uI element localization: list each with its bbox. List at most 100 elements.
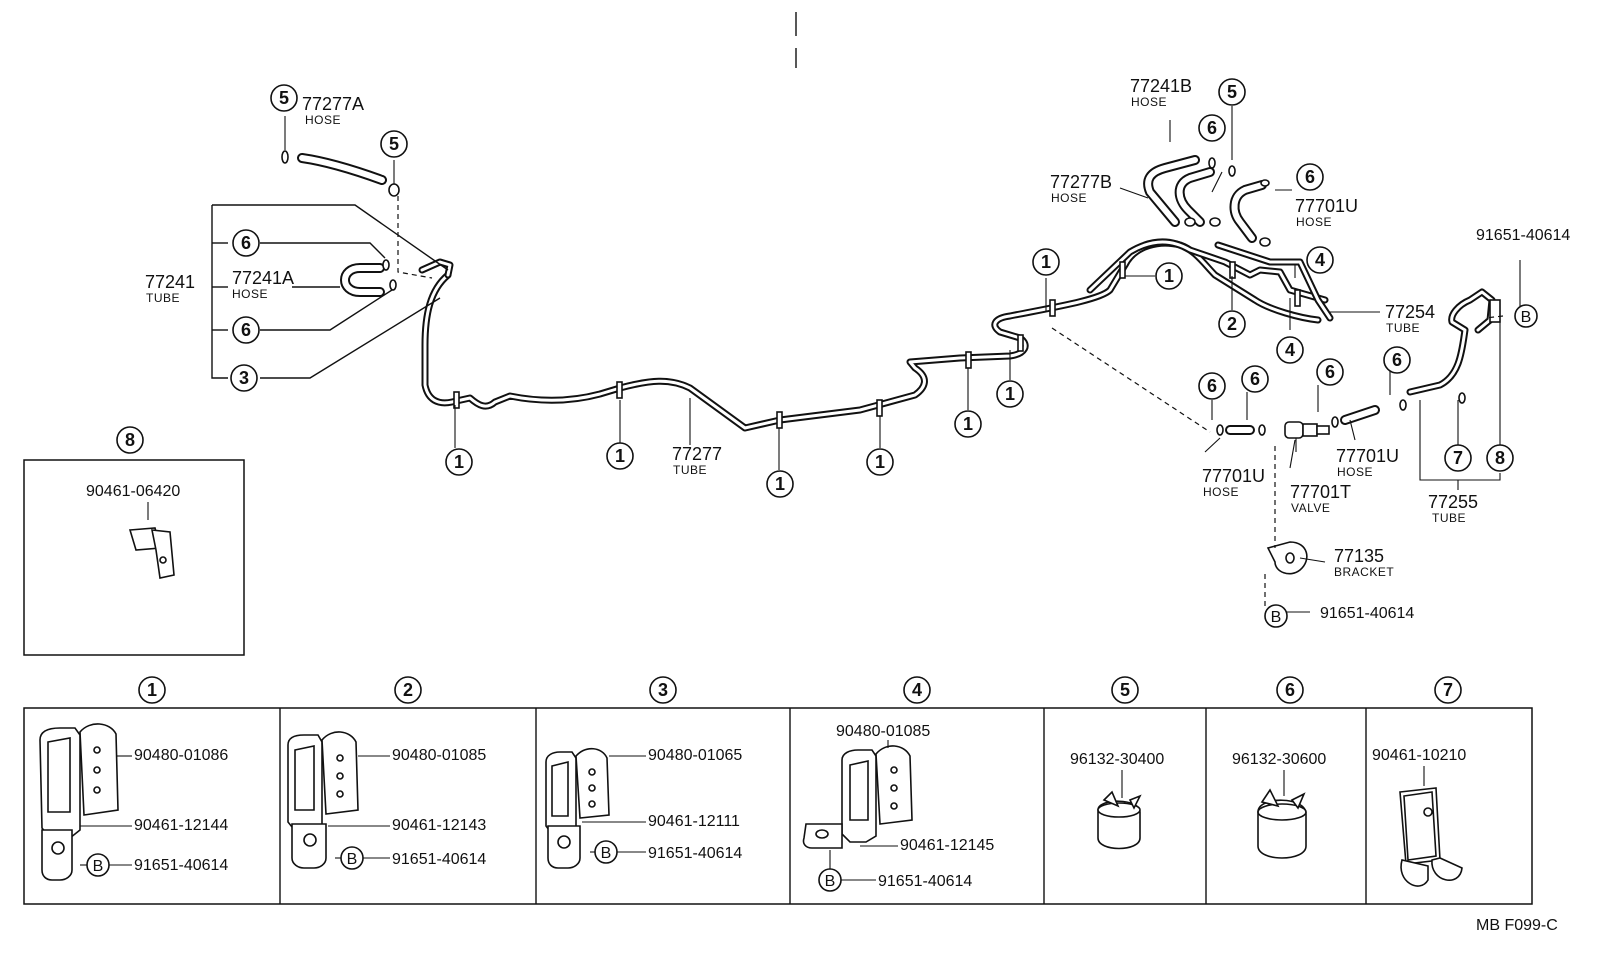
svg-text:1: 1 (147, 680, 157, 700)
svg-text:77701U: 77701U (1295, 196, 1358, 216)
panel-7-part-label: 90461-10210 (1372, 747, 1466, 764)
svg-text:3: 3 (658, 680, 668, 700)
panel-4-clamp-icon (802, 745, 913, 849)
svg-text:B: B (825, 873, 836, 890)
label-bracket-77135: 77135 BRACKET (1334, 546, 1394, 579)
group-77241-bracket (211, 204, 449, 379)
svg-text:6: 6 (1305, 167, 1315, 187)
svg-text:HOSE: HOSE (1296, 215, 1332, 229)
svg-text:6: 6 (1207, 118, 1217, 138)
callout-1: 1 (996, 380, 1024, 408)
label-hose-77277b: 77277B HOSE (1050, 172, 1112, 205)
callout-8: 8 (116, 426, 144, 454)
small-ring-clips (281, 150, 1466, 436)
hose-77277a-shape (297, 153, 387, 185)
panel-3-clamp-label: 90480-01065 (648, 747, 742, 764)
svg-text:B: B (1271, 609, 1282, 626)
svg-text:7: 7 (1453, 448, 1463, 468)
svg-text:77277B: 77277B (1050, 172, 1112, 192)
callout-1: 1 (954, 410, 982, 438)
svg-text:HOSE: HOSE (1131, 95, 1167, 109)
label-hose-77241a: 77241A HOSE (232, 268, 294, 301)
bolt-b-marker-right: B (1514, 304, 1538, 328)
panel-4-bolt-label: 91651-40614 (878, 873, 972, 890)
svg-text:1: 1 (1164, 266, 1174, 286)
hose-77277b-shape (1174, 167, 1215, 227)
leader-lines (284, 106, 1521, 613)
bracket-77135-shape (1266, 541, 1308, 575)
svg-text:VALVE: VALVE (1291, 501, 1330, 515)
svg-text:77277: 77277 (672, 444, 722, 464)
label-bolt-right-top: 91651-40614 (1476, 227, 1570, 244)
svg-text:B: B (347, 851, 358, 868)
tube-77277-main-line (421, 239, 1322, 432)
panel-1-clamp-label: 90480-01086 (134, 747, 228, 764)
valve-77701t-shape (1284, 421, 1330, 452)
callout-2: 2 (1218, 310, 1246, 338)
svg-text:4: 4 (1285, 340, 1295, 360)
svg-text:7: 7 (1443, 680, 1453, 700)
callout-6: 6 (1316, 358, 1344, 386)
inset-8-clip-icon (128, 527, 175, 579)
callout-1: 1 (606, 442, 634, 470)
svg-text:77701U: 77701U (1336, 446, 1399, 466)
svg-text:5: 5 (279, 88, 289, 108)
panel-3-bolt-label: 91651-40614 (648, 845, 742, 862)
svg-text:77241B: 77241B (1130, 76, 1192, 96)
panel-6-part-label: 96132-30600 (1232, 751, 1326, 768)
panel-number-4: 4 (903, 676, 931, 704)
label-hose-77701u-left: 77701U HOSE (1202, 466, 1265, 499)
footer-diagram-code: MB F099-C (1476, 917, 1558, 934)
svg-text:5: 5 (1227, 82, 1237, 102)
label-bolt-bracket: 91651-40614 (1320, 605, 1414, 622)
svg-text:HOSE: HOSE (305, 113, 341, 127)
svg-text:TUBE: TUBE (673, 463, 707, 477)
label-tube-77241: 77241 TUBE (145, 272, 195, 305)
panel-2-bolt-label: 91651-40614 (392, 851, 486, 868)
panel-7-clip-icon (1399, 787, 1463, 887)
svg-text:77241: 77241 (145, 272, 195, 292)
callout-6: 6 (232, 316, 260, 344)
svg-text:6: 6 (1250, 369, 1260, 389)
svg-text:6: 6 (1207, 376, 1217, 396)
panel-3-bolt-b: B (594, 840, 618, 864)
svg-text:1: 1 (963, 414, 973, 434)
label-hose-77701u-right: 77701U HOSE (1336, 446, 1399, 479)
svg-text:8: 8 (1495, 448, 1505, 468)
svg-text:91651-40614: 91651-40614 (1320, 605, 1414, 622)
svg-text:77135: 77135 (1334, 546, 1384, 566)
panel-1-bolt-b: B (86, 853, 110, 877)
clamp-panels-frame (23, 707, 1533, 905)
panel-1-bolt-label: 91651-40614 (134, 857, 228, 874)
dashed-leaders (397, 196, 1504, 610)
panel-number-5: 5 (1111, 676, 1139, 704)
svg-text:77277A: 77277A (302, 94, 364, 114)
svg-text:B: B (93, 858, 104, 875)
panel-2-clip-label: 90461-12143 (392, 817, 486, 834)
svg-text:1: 1 (615, 446, 625, 466)
svg-text:B: B (1521, 309, 1532, 326)
panel-4-clamp-label: 90480-01085 (836, 723, 930, 740)
panel-5-hose-clip-icon (1097, 790, 1142, 850)
callout-4: 4 (1306, 246, 1334, 274)
panel-1-clip-label: 90461-12144 (134, 817, 228, 834)
callout-6: 6 (1198, 372, 1226, 400)
hose-77701u-top-shape (1229, 180, 1267, 243)
svg-text:5: 5 (389, 134, 399, 154)
svg-text:4: 4 (912, 680, 922, 700)
svg-text:1: 1 (1041, 252, 1051, 272)
tube-77255-line (1406, 288, 1496, 396)
svg-text:4: 4 (1315, 250, 1325, 270)
callout-7: 7 (1444, 444, 1472, 472)
svg-text:1: 1 (775, 474, 785, 494)
svg-text:77701U: 77701U (1202, 466, 1265, 486)
callout-5: 5 (1218, 78, 1246, 106)
callout-1: 1 (1155, 262, 1183, 290)
callout-1: 1 (866, 448, 894, 476)
label-hose-77277a: 77277A HOSE (302, 94, 364, 127)
svg-text:77241A: 77241A (232, 268, 294, 288)
callout-6: 6 (1383, 346, 1411, 374)
svg-text:6: 6 (1285, 680, 1295, 700)
label-hose-77701u-top: 77701U HOSE (1295, 196, 1358, 229)
